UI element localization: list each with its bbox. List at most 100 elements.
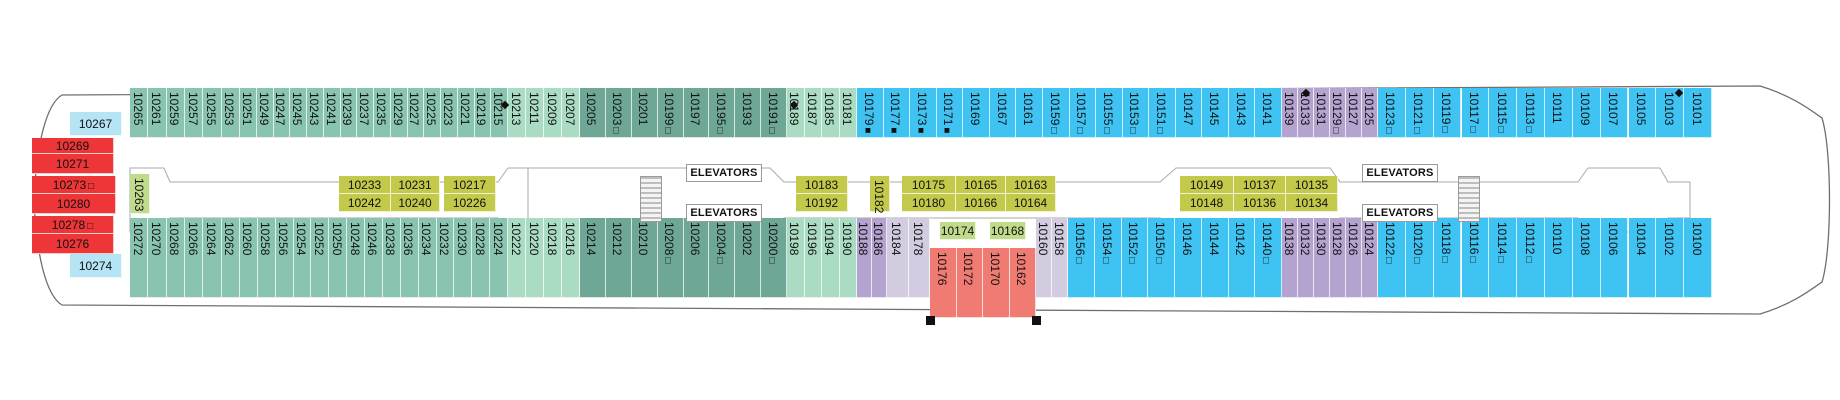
cabin-10228[interactable]: 10228 xyxy=(472,218,491,298)
cabin-10238[interactable]: 10238 xyxy=(382,218,401,298)
cabin-10175[interactable]: 10175 xyxy=(902,176,956,194)
cabin-10183[interactable]: 10183 xyxy=(796,176,848,194)
cabin-10132[interactable]: 10132 xyxy=(1298,218,1314,298)
cabin-10237[interactable]: 10237 xyxy=(357,88,374,138)
cabin-10102[interactable]: 10102 xyxy=(1656,218,1685,298)
cabin-10122[interactable]: 10122□ xyxy=(1378,218,1406,298)
cabin-10214[interactable]: 10214 xyxy=(580,218,606,298)
cabin-10232[interactable]: 10232 xyxy=(436,218,455,298)
cabin-10193[interactable]: 10193 xyxy=(735,88,762,138)
cabin-10169[interactable]: 10169 xyxy=(963,88,990,138)
cabin-10213[interactable]: 10213 xyxy=(508,88,526,138)
cabin-10258[interactable]: 10258 xyxy=(257,218,276,298)
cabin-10149[interactable]: 10149 xyxy=(1180,176,1234,194)
cabin-10173[interactable]: 10173■ xyxy=(910,88,937,138)
cabin-10256[interactable]: 10256 xyxy=(275,218,294,298)
cabin-10101[interactable]: 10101 xyxy=(1684,88,1712,138)
cabin-10216[interactable]: 10216 xyxy=(562,218,580,298)
cabin-10188[interactable]: 10188 xyxy=(856,218,872,298)
cabin-10259[interactable]: 10259 xyxy=(166,88,185,138)
cabin-10154[interactable]: 10154□ xyxy=(1094,218,1122,298)
cabin-10197[interactable]: 10197 xyxy=(683,88,710,138)
cabin-10248[interactable]: 10248 xyxy=(347,218,366,298)
cabin-10119[interactable]: 10119□ xyxy=(1433,88,1462,138)
cabin-10218[interactable]: 10218 xyxy=(544,218,562,298)
cabin-10143[interactable]: 10143 xyxy=(1228,88,1256,138)
cabin-10147[interactable]: 10147 xyxy=(1175,88,1203,138)
cabin-10165[interactable]: 10165 xyxy=(956,176,1006,194)
cabin-10280[interactable]: 10280 xyxy=(32,194,116,214)
cabin-10158[interactable]: 10158 xyxy=(1052,218,1068,298)
cabin-10153[interactable]: 10153□ xyxy=(1122,88,1150,138)
cabin-10133[interactable]: 10133 xyxy=(1298,88,1314,138)
cabin-10190[interactable]: 10190 xyxy=(839,218,857,298)
cabin-10116[interactable]: 10116□ xyxy=(1461,218,1490,298)
cabin-10159[interactable]: 10159□ xyxy=(1042,88,1070,138)
cabin-10168[interactable]: 10168 xyxy=(990,222,1026,240)
cabin-10180[interactable]: 10180 xyxy=(902,194,956,212)
cabin-10226[interactable]: 10226 xyxy=(444,194,496,212)
cabin-10141[interactable]: 10141 xyxy=(1255,88,1282,138)
cabin-10109[interactable]: 10109 xyxy=(1572,88,1601,138)
cabin-10239[interactable]: 10239 xyxy=(340,88,358,138)
cabin-10131[interactable]: 10131 xyxy=(1314,88,1330,138)
cabin-10114[interactable]: 10114□ xyxy=(1489,218,1518,298)
cabin-10242[interactable]: 10242 xyxy=(339,194,391,212)
cabin-10110[interactable]: 10110 xyxy=(1545,218,1573,298)
cabin-10135[interactable]: 10135 xyxy=(1286,176,1338,194)
cabin-10249[interactable]: 10249 xyxy=(257,88,274,138)
cabin-10241[interactable]: 10241 xyxy=(324,88,341,138)
cabin-10273[interactable]: 10273□ xyxy=(32,176,116,194)
cabin-10139[interactable]: 10139 xyxy=(1282,88,1298,138)
cabin-10176[interactable]: 10176 xyxy=(930,248,957,318)
cabin-10209[interactable]: 10209 xyxy=(544,88,562,138)
cabin-10262[interactable]: 10262 xyxy=(221,218,240,298)
cabin-10266[interactable]: 10266 xyxy=(185,218,204,298)
cabin-10145[interactable]: 10145 xyxy=(1202,88,1229,138)
cabin-10255[interactable]: 10255 xyxy=(203,88,222,138)
cabin-10263[interactable]: 10263 xyxy=(130,174,150,214)
cabin-10270[interactable]: 10270 xyxy=(148,218,167,298)
cabin-10230[interactable]: 10230 xyxy=(454,218,473,298)
cabin-10245[interactable]: 10245 xyxy=(290,88,307,138)
cabin-10137[interactable]: 10137 xyxy=(1234,176,1286,194)
cabin-10104[interactable]: 10104 xyxy=(1628,218,1657,298)
cabin-10268[interactable]: 10268 xyxy=(166,218,185,298)
cabin-10212[interactable]: 10212 xyxy=(605,218,632,298)
cabin-10142[interactable]: 10142 xyxy=(1228,218,1256,298)
cabin-10134[interactable]: 10134 xyxy=(1286,194,1338,212)
cabin-10113[interactable]: 10113□ xyxy=(1517,88,1545,138)
cabin-10233[interactable]: 10233 xyxy=(339,176,391,194)
cabin-10160[interactable]: 10160 xyxy=(1036,218,1052,298)
cabin-10150[interactable]: 10150□ xyxy=(1148,218,1175,298)
cabin-10231[interactable]: 10231 xyxy=(391,176,440,194)
cabin-10164[interactable]: 10164 xyxy=(1006,194,1056,212)
cabin-10210[interactable]: 10210 xyxy=(631,218,658,298)
cabin-10194[interactable]: 10194 xyxy=(822,218,840,298)
cabin-10163[interactable]: 10163 xyxy=(1006,176,1056,194)
cabin-10227[interactable]: 10227 xyxy=(407,88,425,138)
cabin-10207[interactable]: 10207 xyxy=(562,88,580,138)
cabin-10120[interactable]: 10120□ xyxy=(1405,218,1434,298)
cabin-10195[interactable]: 10195□ xyxy=(709,88,736,138)
cabin-10171[interactable]: 10171■ xyxy=(936,88,964,138)
cabin-10265[interactable]: 10265 xyxy=(130,88,149,138)
cabin-10219[interactable]: 10219 xyxy=(474,88,492,138)
cabin-10115[interactable]: 10115□ xyxy=(1489,88,1518,138)
cabin-10191[interactable]: 10191□ xyxy=(761,88,787,138)
cabin-10251[interactable]: 10251 xyxy=(240,88,257,138)
cabin-10166[interactable]: 10166 xyxy=(956,194,1006,212)
cabin-10112[interactable]: 10112□ xyxy=(1517,218,1545,298)
cabin-10117[interactable]: 10117□ xyxy=(1461,88,1490,138)
cabin-10108[interactable]: 10108 xyxy=(1572,218,1601,298)
cabin-10200[interactable]: 10200□ xyxy=(761,218,787,298)
cabin-10206[interactable]: 10206 xyxy=(683,218,710,298)
cabin-10246[interactable]: 10246 xyxy=(365,218,383,298)
cabin-10127[interactable]: 10127 xyxy=(1346,88,1362,138)
cabin-10264[interactable]: 10264 xyxy=(203,218,222,298)
cabin-10152[interactable]: 10152□ xyxy=(1121,218,1149,298)
cabin-10182[interactable]: 10182 xyxy=(870,176,890,213)
cabin-10192[interactable]: 10192 xyxy=(796,194,848,212)
cabin-10236[interactable]: 10236 xyxy=(400,218,419,298)
cabin-10181[interactable]: 10181 xyxy=(839,88,857,138)
